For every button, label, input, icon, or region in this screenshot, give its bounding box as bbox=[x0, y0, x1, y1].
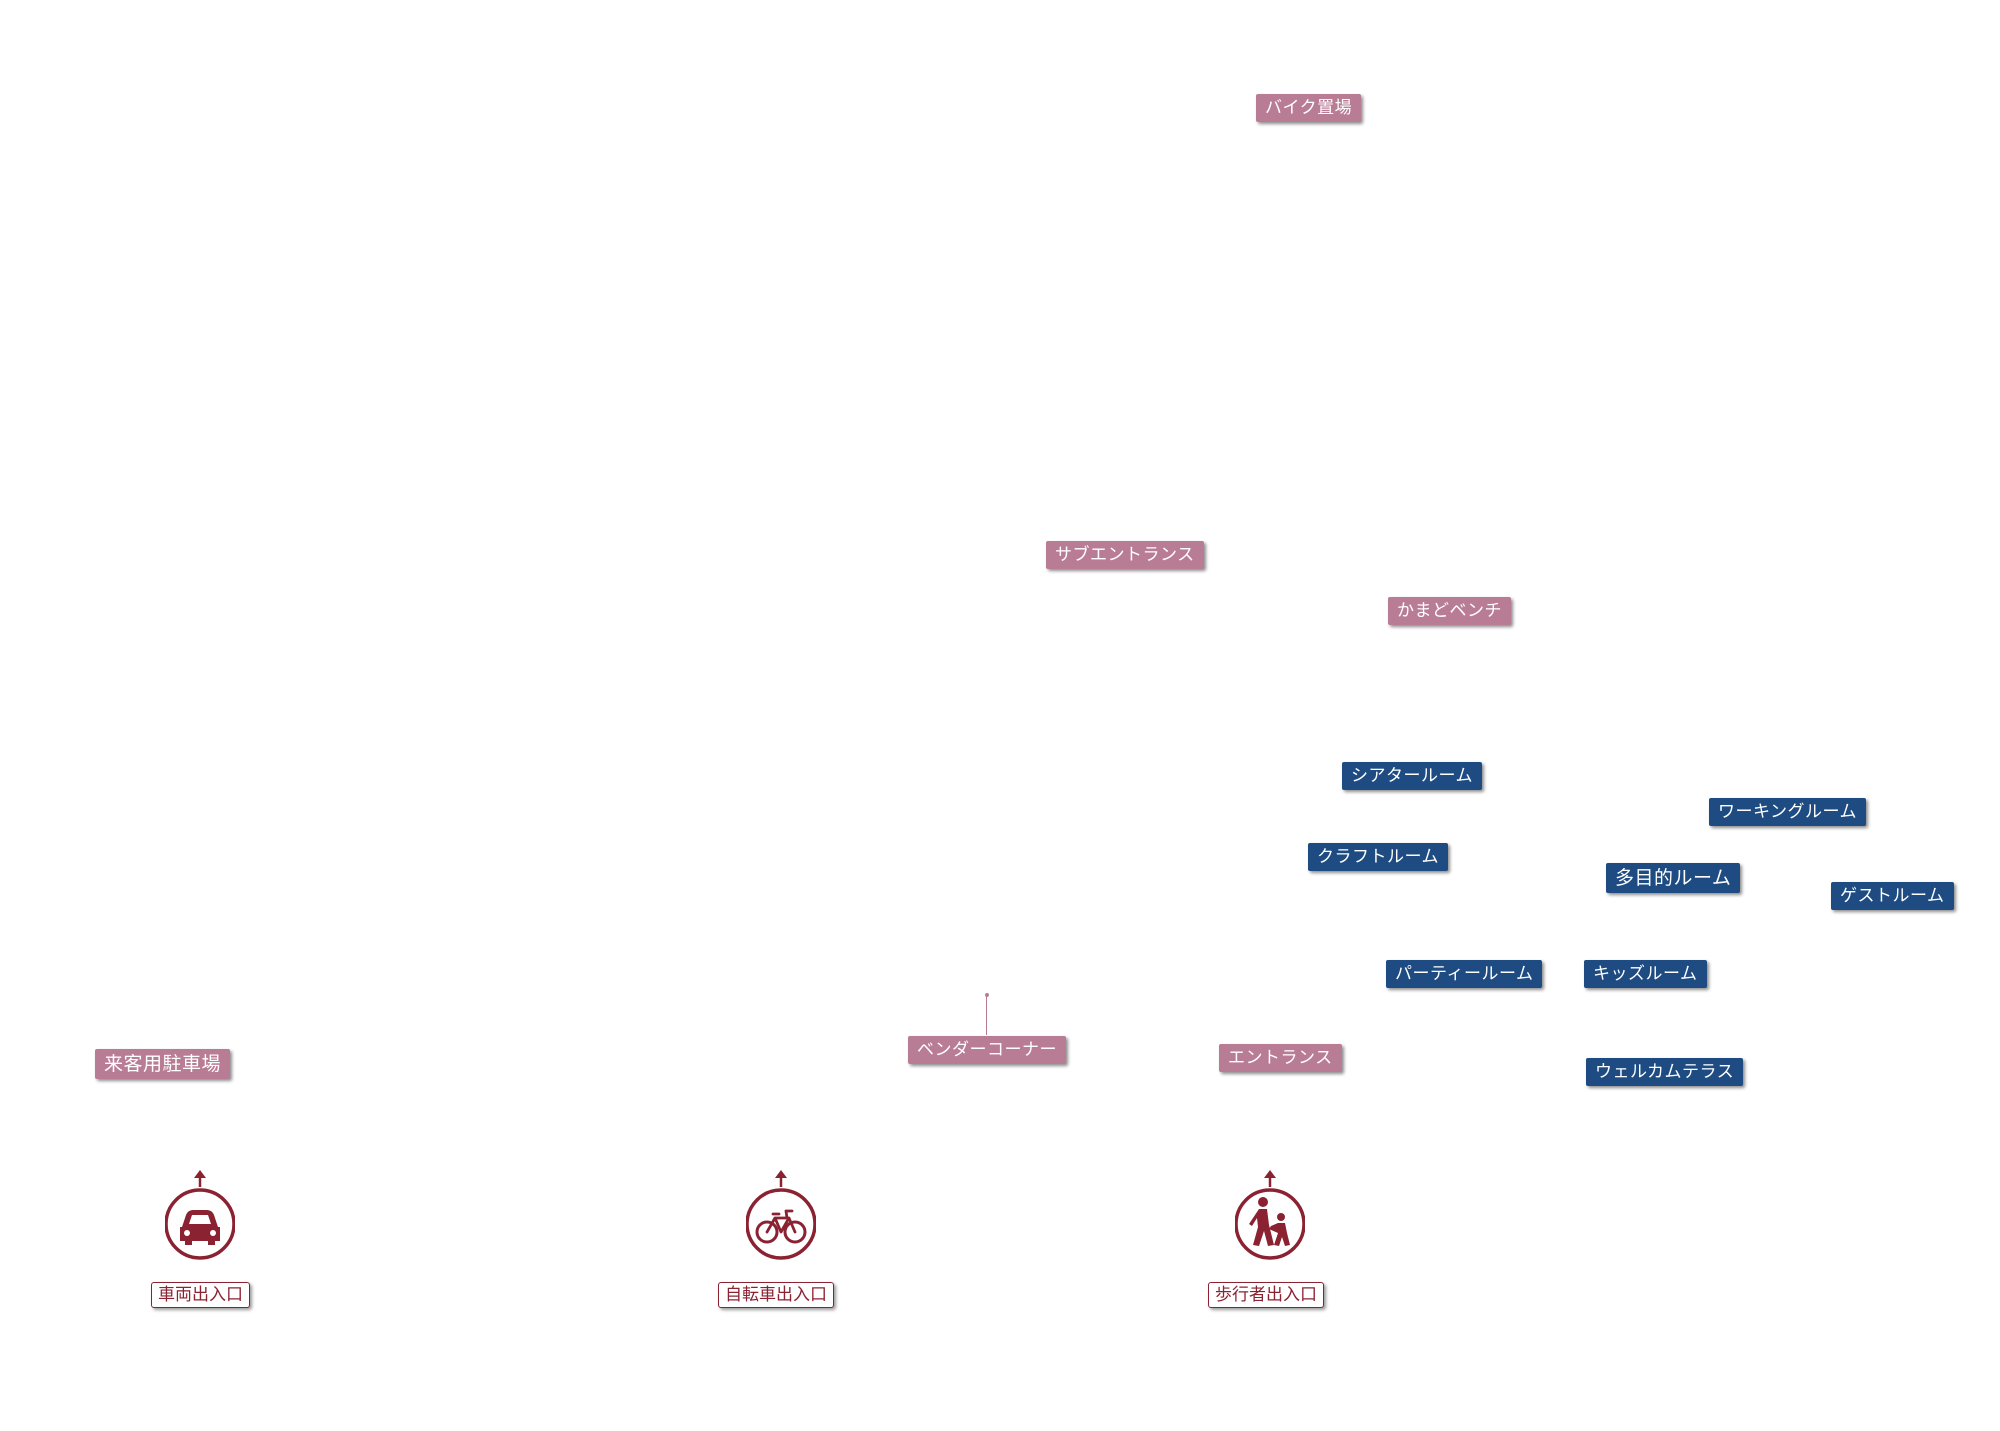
label-party-room: パーティールーム bbox=[1386, 960, 1543, 988]
label-welcome-terrace: ウェルカムテラス bbox=[1586, 1058, 1744, 1086]
label-kamado-bench: かまどベンチ bbox=[1388, 597, 1511, 625]
label-kids-room: キッズルーム bbox=[1584, 960, 1707, 988]
label-theater-room: シアタールーム bbox=[1342, 762, 1482, 790]
label-vendor-corner: ベンダーコーナー bbox=[908, 1036, 1066, 1064]
label-working-room: ワーキングルーム bbox=[1709, 798, 1866, 826]
car-icon bbox=[165, 1169, 235, 1261]
pedestrians-icon bbox=[1235, 1169, 1305, 1261]
label-craft-room: クラフトルーム bbox=[1308, 843, 1448, 871]
label-entrance: エントランス bbox=[1219, 1044, 1342, 1072]
bicycle-icon bbox=[746, 1169, 816, 1261]
gate-label-vehicle: 車両出入口 bbox=[151, 1282, 250, 1308]
label-bike-parking: バイク置場 bbox=[1256, 94, 1362, 122]
label-guest-room: ゲストルーム bbox=[1831, 882, 1954, 910]
gate-label-pedestrian: 歩行者出入口 bbox=[1208, 1282, 1324, 1308]
label-guest-parking: 来客用駐車場 bbox=[95, 1049, 231, 1079]
gate-label-bicycle: 自転車出入口 bbox=[718, 1282, 834, 1308]
label-multipurpose-room: 多目的ルーム bbox=[1606, 863, 1741, 893]
vendor-pointer-line bbox=[986, 995, 987, 1035]
label-sub-entrance: サブエントランス bbox=[1046, 541, 1204, 569]
vendor-pointer-dot bbox=[985, 993, 989, 997]
